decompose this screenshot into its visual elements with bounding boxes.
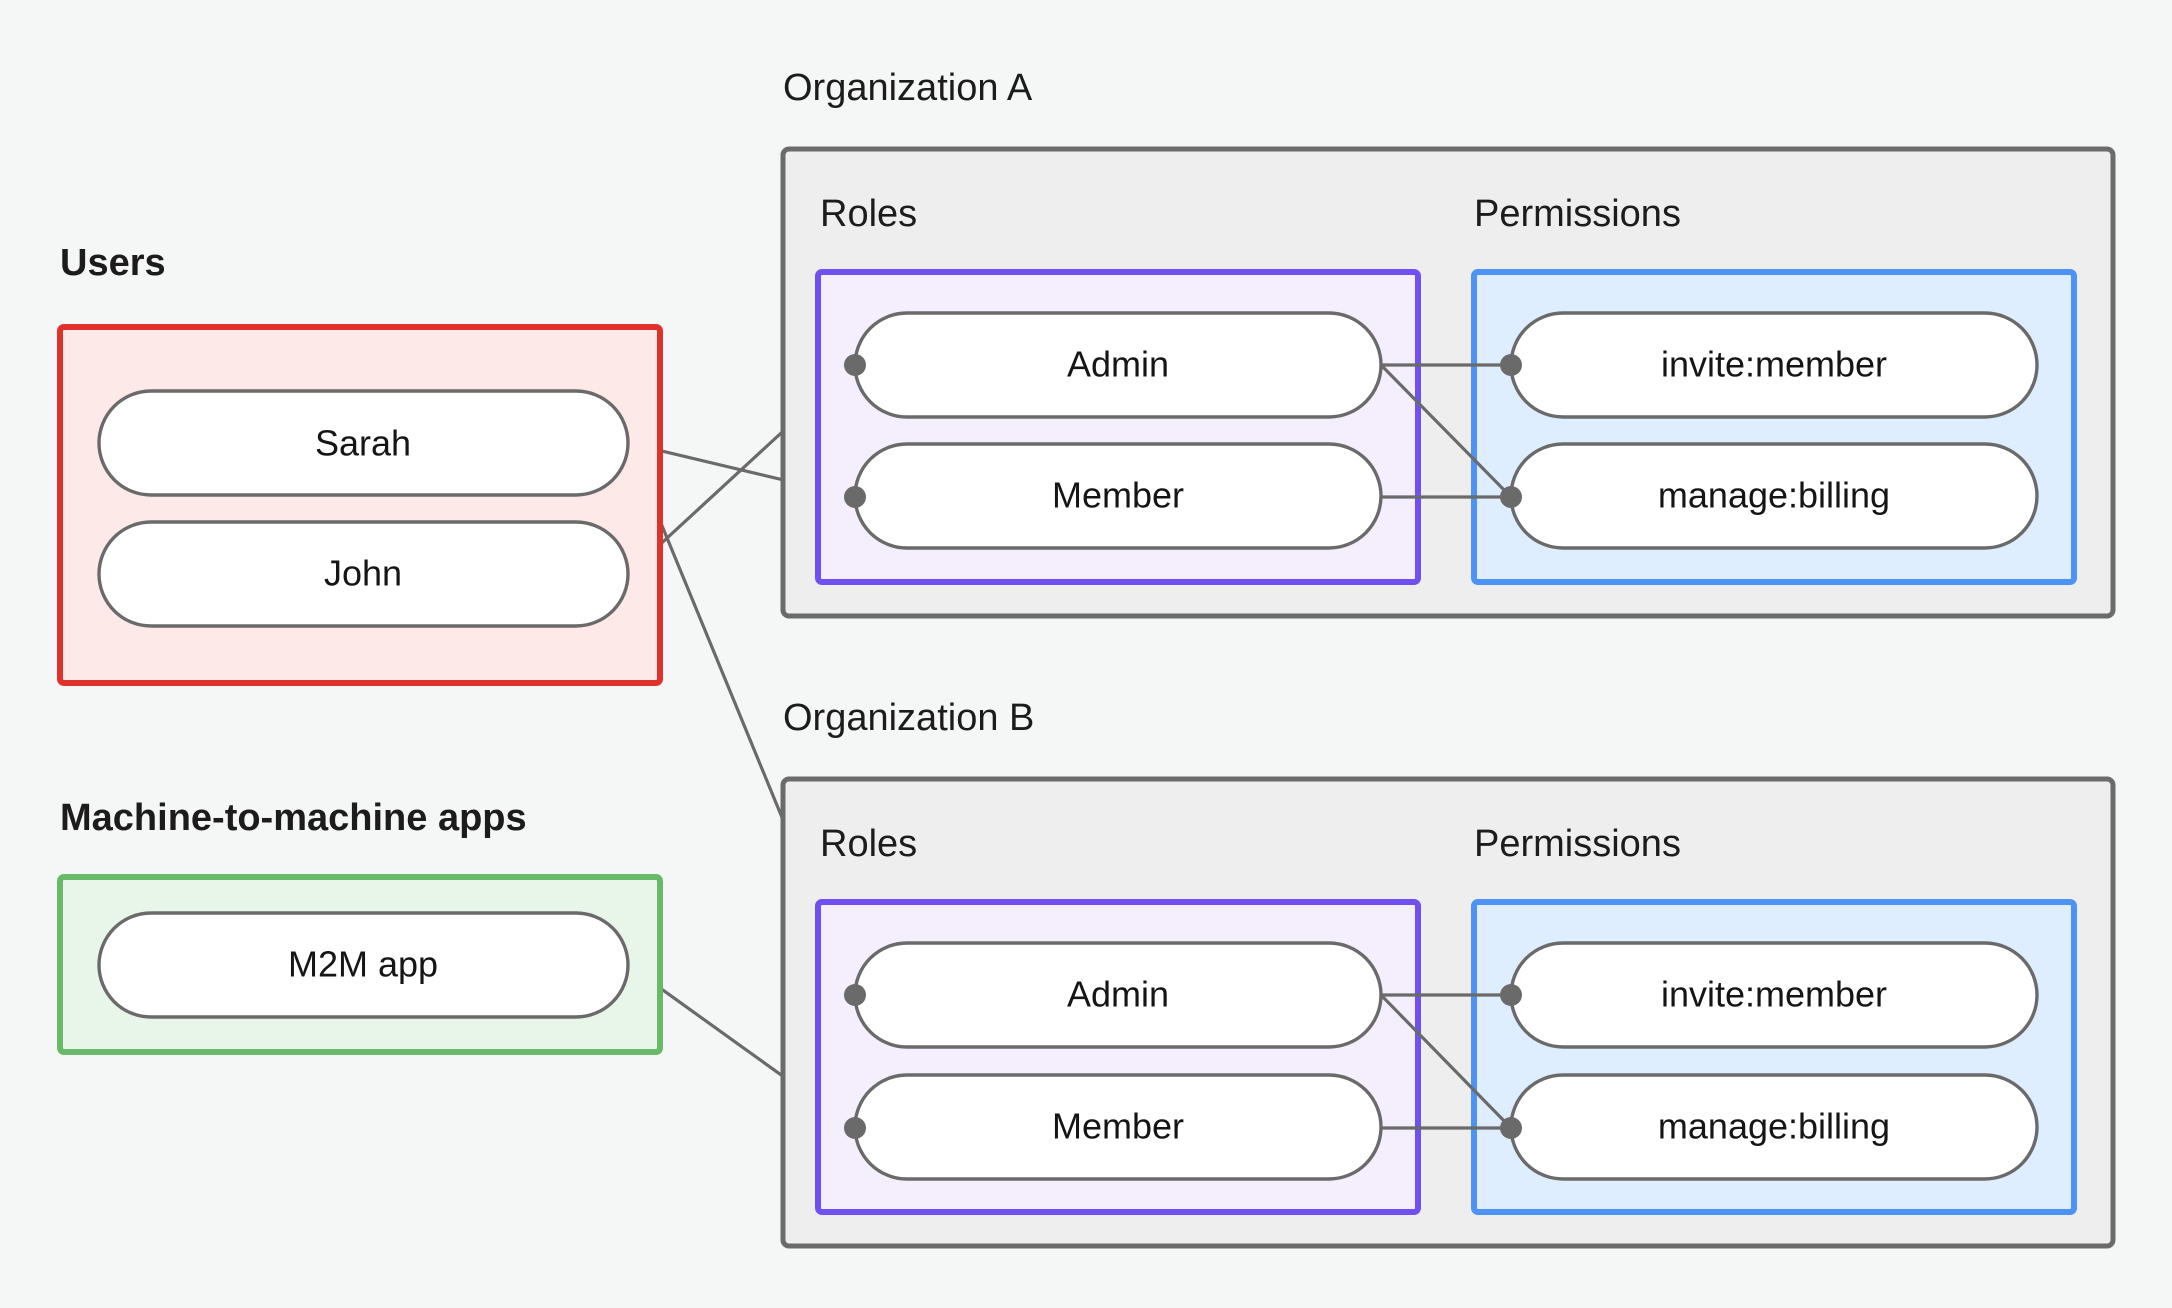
edge-org-b-admin-to-manage-billing bbox=[1379, 993, 1513, 1130]
node-org-b-admin-label: Admin bbox=[1067, 974, 1169, 1015]
edge-org-a-admin-to-manage-billing bbox=[1379, 363, 1513, 499]
node-john[interactable]: John bbox=[97, 520, 630, 628]
node-org-b-manage-billing-label: manage:billing bbox=[1658, 1106, 1890, 1147]
node-m2m-app-shape[interactable] bbox=[97, 911, 630, 1019]
connector-dot-org-a-invite-member-in bbox=[1500, 354, 1522, 376]
org-a-edge-group bbox=[1379, 363, 1513, 499]
node-org-b-admin[interactable]: Admin bbox=[853, 941, 1383, 1049]
connector-dot-org-b-invite-member-in bbox=[1500, 984, 1522, 1006]
org-a-roles-label: Roles bbox=[820, 193, 917, 235]
m2m-group: Machine-to-machine apps M2M app bbox=[57, 797, 663, 1055]
node-org-a-manage-billing[interactable]: manage:billing bbox=[1509, 442, 2039, 550]
node-sarah[interactable]: Sarah bbox=[97, 389, 630, 497]
node-org-a-invite-member[interactable]: invite:member bbox=[1509, 311, 2039, 419]
org-a-permissions-label: Permissions bbox=[1474, 193, 1681, 235]
node-org-b-manage-billing[interactable]: manage:billing bbox=[1509, 1073, 2039, 1181]
connector-dot-org-b-admin-in bbox=[844, 984, 866, 1006]
org-b-roles-label: Roles bbox=[820, 823, 917, 865]
m2m-group-label: Machine-to-machine apps bbox=[60, 797, 527, 839]
org-b-group: Organization B Roles Permissions Admin M… bbox=[780, 697, 2116, 1249]
node-org-b-invite-member-label: invite:member bbox=[1661, 974, 1887, 1015]
node-org-a-member[interactable]: Member bbox=[853, 442, 1383, 550]
connector-dot-org-b-member-in bbox=[844, 1117, 866, 1139]
connector-dot-org-b-manage-billing-in bbox=[1500, 1117, 1522, 1139]
users-group-label: Users bbox=[60, 242, 166, 284]
org-b-label: Organization B bbox=[783, 697, 1034, 739]
connector-dot-org-a-manage-billing-in bbox=[1500, 486, 1522, 508]
node-m2m-app-label: M2M app bbox=[288, 944, 438, 985]
node-org-a-invite-member-label: invite:member bbox=[1661, 344, 1887, 385]
node-org-b-invite-member[interactable]: invite:member bbox=[1509, 941, 2039, 1049]
users-group: Users Sarah John bbox=[57, 242, 663, 686]
node-org-b-member[interactable]: Member bbox=[853, 1073, 1383, 1181]
org-b-edge-group bbox=[1379, 993, 1513, 1130]
node-sarah-label: Sarah bbox=[315, 423, 411, 464]
node-john-shape[interactable] bbox=[97, 520, 630, 628]
connector-dot-org-a-admin-in bbox=[844, 354, 866, 376]
users-container bbox=[57, 324, 663, 686]
node-m2m-app[interactable]: M2M app bbox=[97, 911, 630, 1019]
org-a-label: Organization A bbox=[783, 67, 1033, 109]
org-b-permissions-label: Permissions bbox=[1474, 823, 1681, 865]
node-sarah-shape[interactable] bbox=[97, 389, 630, 497]
node-john-label: John bbox=[324, 553, 402, 594]
connector-dot-org-a-member-in bbox=[844, 486, 866, 508]
node-org-a-member-label: Member bbox=[1052, 475, 1184, 516]
node-org-a-admin-label: Admin bbox=[1067, 344, 1169, 385]
org-a-group: Organization A Roles Permissions Admin bbox=[780, 67, 2116, 619]
node-org-b-member-label: Member bbox=[1052, 1106, 1184, 1147]
node-org-a-manage-billing-label: manage:billing bbox=[1658, 475, 1890, 516]
node-org-a-admin[interactable]: Admin bbox=[853, 311, 1383, 419]
